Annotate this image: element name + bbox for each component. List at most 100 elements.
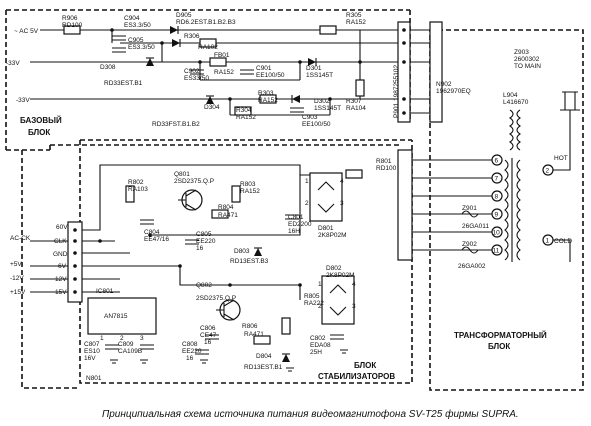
svg-text:2: 2 [120,335,124,342]
r806-value: RA471 [244,331,264,338]
ic801-value: AN7815 [104,313,128,320]
pin-60v: 60V [56,224,68,231]
svg-text:1: 1 [546,238,550,245]
svg-text:1: 1 [318,281,322,288]
cold-label: COLD [554,238,572,245]
r806-name: R806 [242,323,258,330]
r303-name: R303 [258,90,274,97]
q802-value: 2SD2375.Q.P [196,295,236,302]
base-block-border [5,9,411,151]
svg-text:7: 7 [495,176,499,183]
c801-value: ED2200 [288,221,312,228]
c805-name: C805 [196,231,212,238]
d308-name: D308 [100,64,116,71]
r307-name: R307 [346,98,362,105]
svg-text:3: 3 [352,303,356,310]
c806-name: C806 [200,325,216,332]
trans-block-title-1: ТРАНСФОРМАТОРНЫЙ [454,331,547,340]
c805-voltage: 16 [196,245,204,252]
c902-name: C902 [184,68,200,75]
svg-text:1: 1 [100,335,104,342]
c802-name: C802 [310,335,326,342]
r801-value: RD100 [376,165,397,172]
base-block-title-2: БЛОК [28,128,50,137]
r801-name: R801 [376,158,392,165]
d802-name: D802 [326,265,342,272]
d304-name: D304 [204,104,220,111]
svg-text:10: 10 [493,230,501,237]
fb01-name: FB01 [214,52,230,59]
z903-name: Z903 [514,49,529,56]
svg-text:2: 2 [318,303,322,310]
d804-name: D804 [256,353,272,360]
d905-value: RD6.2EST.B1.B2.B3 [176,19,236,26]
q801-name: Q801 [174,171,190,178]
r803-name: R803 [240,181,256,188]
n902-name: N902 [436,81,452,88]
r802-name: R802 [128,179,144,186]
d905-name: D905 [176,12,192,19]
c807-name: C807 [84,341,100,348]
r306-name: R306 [184,33,200,40]
c904-value: ES3.3/50 [124,22,151,29]
svg-text:3: 3 [340,200,344,207]
d801-value: 2K8P02M [318,232,347,239]
p901-label: P901 1987255102 [393,64,400,118]
q802-name: Q802 [196,282,212,289]
n902-value: 1962970EQ [436,88,471,95]
svg-text:2: 2 [546,168,550,175]
d302-name: D302 [314,98,330,105]
z901-name: Z901 [462,205,477,212]
c804-value: EE47/16 [144,236,169,243]
c905-name: C905 [128,37,144,44]
r305-value: RA152 [346,19,366,26]
hot-label: HOT [554,155,568,162]
d803-name: D803 [234,248,250,255]
r802-value: RA103 [128,186,148,193]
ext-5v: +5V [10,261,22,268]
d304-value: RD33FST.B1.B2 [152,121,200,128]
d301-value: 1SS145T [306,72,333,79]
z903-to-main: TO MAIN [514,63,541,70]
pin-clk: CLK [54,238,67,245]
c903-value: EE100/50 [302,121,331,128]
r906-value: RD100 [62,22,83,29]
ext-15v: +15V [10,289,26,296]
base-block-title-1: БАЗОВЫЙ [20,116,62,125]
r805-value: RA222 [304,300,324,307]
svg-text:3: 3 [140,335,144,342]
c902-value: ES33/50 [184,75,209,82]
c808-voltage: 16 [186,355,194,362]
c905-value: ES3.3/50 [128,44,155,51]
z903-value: 2600302 [514,56,540,63]
d801-name: D801 [318,225,334,232]
c802-value: EDA08 [310,342,331,349]
c809-value: CA109B [118,348,142,355]
c808-name: C808 [182,341,198,348]
r303-value: RA152 [258,97,278,104]
z902-name: Z902 [462,241,477,248]
r906-name: R906 [62,15,78,22]
svg-text:4: 4 [340,178,344,185]
r804-value: RA471 [218,212,238,219]
svg-text:2: 2 [305,200,309,207]
d803-value: RD13EST.B3 [230,258,269,265]
d302-value: 1SS145T [314,105,341,112]
ic801-name: IC801 [96,288,114,295]
ext-m12v: -12V [10,275,24,282]
c802-voltage: 25H [310,349,322,356]
stab-block-title-1: БЛОК [354,361,376,370]
svg-text:9: 9 [495,212,499,219]
pin-12v: 12V [55,276,67,283]
c904-name: C904 [124,15,140,22]
z901-value: 26GA011 [462,223,489,230]
svg-text:1: 1 [305,178,309,185]
n801-name: N801 [86,375,102,382]
pin-15v: 15V [55,289,67,296]
c801-name: C801 [288,214,304,221]
pin-gnd: GND [53,251,68,258]
supply-ac5v-label: ~ AC 5V [14,28,39,35]
supply-m33v-upper-label: -33V [6,60,20,67]
d802-value: 2K8P02M [326,272,355,279]
